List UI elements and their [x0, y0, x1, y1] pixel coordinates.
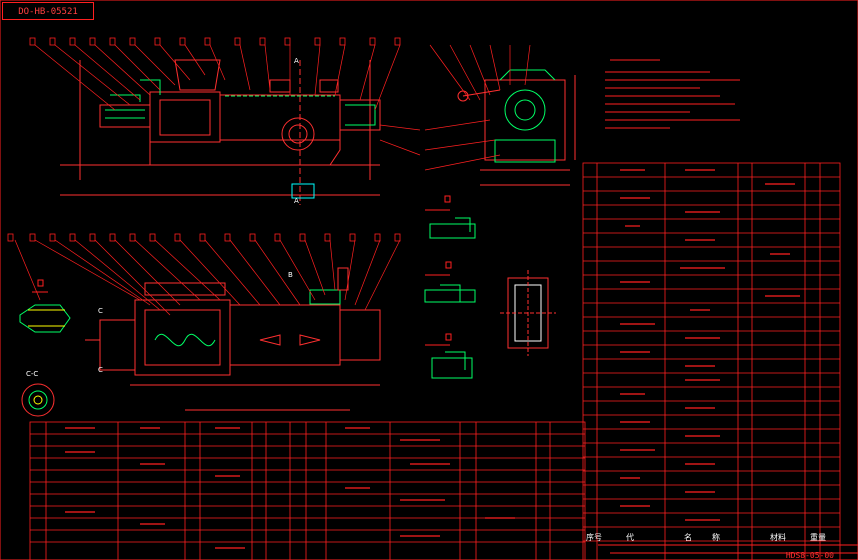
- detail-1: [425, 195, 476, 239]
- leader-lines-top: [34, 44, 421, 156]
- leader-lines-end-view: [424, 44, 531, 171]
- side-elevation-hatching: [105, 79, 376, 126]
- balloon-row-plan: [7, 233, 401, 242]
- title-col-seq: 序号: [586, 533, 602, 542]
- section-c-right-label: C: [98, 366, 103, 374]
- section-c-left-label: C: [98, 307, 103, 315]
- right-parts-table: [582, 162, 841, 560]
- plan-view: [85, 267, 381, 411]
- side-elevation-view: [60, 59, 381, 205]
- sheet-number: HDS8-05-00: [785, 551, 834, 560]
- drawing-code-tag: DO-HB-05521: [2, 2, 94, 20]
- nozzle-detail: [19, 304, 71, 333]
- title-col-material: 材料: [770, 533, 786, 542]
- right-table-entries: [620, 169, 800, 521]
- technical-notes: [605, 59, 740, 129]
- section-b-label: B: [288, 271, 293, 279]
- title-col-weight: 重量: [810, 533, 826, 542]
- title-col-name-2: 称: [712, 533, 720, 542]
- title-col-name: 名: [684, 533, 692, 542]
- end-view: [457, 69, 576, 186]
- leader-lines-plan: [14, 239, 401, 316]
- balloon-row-top: [29, 37, 401, 46]
- bottom-table-entries: [65, 427, 515, 549]
- section-cc-label: C-C: [26, 370, 38, 378]
- window-detail: [500, 270, 556, 356]
- section-cc-view: [21, 383, 55, 417]
- nozzle-balloon: [37, 279, 44, 287]
- detail-3: [425, 333, 473, 379]
- title-col-code: 代: [626, 533, 634, 542]
- detail-2: [424, 261, 476, 303]
- section-a-bottom-label: A: [294, 197, 299, 205]
- bottom-parts-table: [29, 421, 586, 560]
- section-a-top-label: A: [294, 57, 299, 65]
